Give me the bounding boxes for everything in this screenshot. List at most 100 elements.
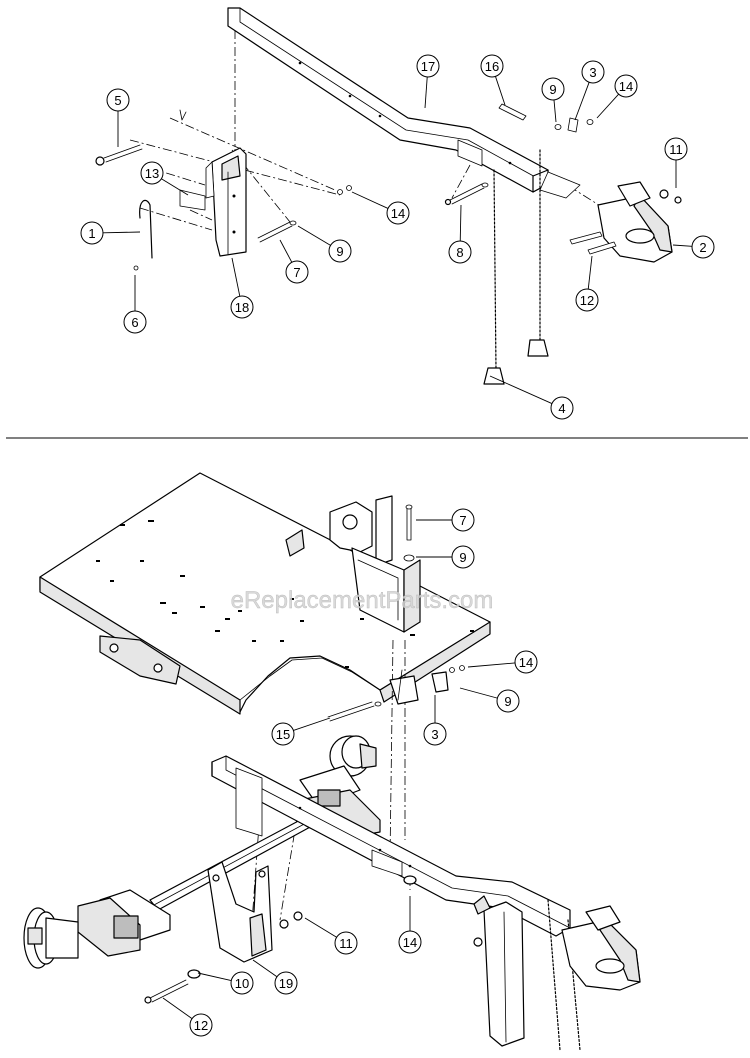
hitch-coupler — [597, 181, 682, 263]
callout-19: 19 — [252, 959, 298, 995]
callout-number: 4 — [558, 401, 565, 416]
callout-number: 6 — [131, 315, 138, 330]
deck-mount-bracket — [329, 495, 421, 633]
callout-16: 16 — [480, 54, 506, 106]
callout-3: 3 — [423, 695, 447, 746]
callout-number: 16 — [485, 59, 499, 74]
callout-number: 7 — [459, 513, 466, 528]
hairpin-clip — [139, 199, 153, 259]
callout-leader-line — [672, 244, 693, 247]
callout-7: 7 — [279, 239, 309, 284]
callout-leader-line — [102, 231, 141, 234]
callout-leader-line — [293, 717, 331, 731]
callout-number: 5 — [114, 93, 121, 108]
callout-number: 14 — [391, 206, 405, 221]
callout-number: 1 — [88, 226, 95, 241]
callout-balloon — [451, 508, 475, 532]
callout-8: 8 — [448, 204, 472, 264]
callout-balloon — [451, 545, 475, 569]
callout-number: 18 — [235, 300, 249, 315]
callout-number: 2 — [699, 240, 706, 255]
callout-leader-line — [197, 972, 232, 982]
hitch-pin — [95, 144, 143, 166]
callout-balloon — [230, 971, 254, 995]
callout-number: 8 — [456, 245, 463, 260]
callout-number: 9 — [504, 694, 511, 709]
callout-balloon — [448, 240, 472, 264]
callout-number: 14 — [619, 79, 633, 94]
callout-11: 11 — [664, 137, 688, 188]
callout-balloon — [614, 74, 638, 98]
callout-5: 5 — [106, 88, 130, 147]
clamp-bracket — [389, 665, 465, 705]
callout-10: 10 — [197, 971, 254, 995]
callout-leader-line — [424, 76, 428, 109]
callout-number: 12 — [194, 1018, 208, 1033]
callout-leader-line — [252, 959, 278, 978]
jack-mount-bracket — [205, 147, 247, 257]
callout-balloon — [106, 88, 130, 112]
u-bracket — [207, 861, 273, 963]
callout-number: 9 — [336, 244, 343, 259]
callout-balloon — [416, 54, 440, 78]
u-bracket-bolt — [144, 979, 189, 1004]
callout-15: 15 — [271, 717, 331, 746]
callout-leader-line — [161, 178, 189, 196]
tube-label-plate — [457, 139, 483, 167]
callout-balloon — [575, 288, 599, 312]
small-pin — [133, 265, 139, 271]
axle-assembly — [23, 735, 381, 969]
callout-leader-line — [459, 204, 462, 242]
callout-leader-line — [467, 662, 516, 668]
callout-number: 3 — [589, 65, 596, 80]
u-bracket-nuts — [279, 911, 303, 929]
callout-number: 19 — [279, 976, 293, 991]
callout-balloon — [423, 722, 447, 746]
callout-7: 7 — [416, 508, 475, 532]
callout-14: 14 — [398, 896, 422, 954]
decal-plate — [498, 103, 527, 121]
deck-bolt-15 — [327, 701, 382, 722]
bracket-nuts — [337, 185, 352, 195]
callout-11: 11 — [304, 917, 358, 955]
tube-hardware-top — [554, 117, 594, 133]
callout-number: 17 — [421, 59, 435, 74]
callout-balloon — [274, 971, 298, 995]
callout-leader-line — [304, 917, 337, 938]
callout-balloon — [550, 396, 574, 420]
callout-6: 6 — [123, 275, 147, 334]
callout-balloon — [480, 54, 504, 78]
callout-14: 14 — [596, 74, 638, 119]
callout-number: 14 — [519, 655, 533, 670]
coupler-bolts — [569, 231, 617, 255]
callout-17: 17 — [416, 54, 440, 109]
callout-balloon — [581, 60, 605, 84]
deck-plate — [39, 472, 491, 715]
callout-12: 12 — [575, 255, 599, 312]
callout-leader-line — [495, 76, 506, 106]
callout-leader-line — [489, 375, 553, 404]
hairpin-clip-small — [179, 109, 187, 121]
callout-balloon — [496, 689, 520, 713]
callout-2: 2 — [672, 235, 715, 259]
callout-18: 18 — [230, 257, 254, 319]
callout-12: 12 — [162, 997, 213, 1037]
callout-balloon — [271, 722, 295, 746]
callout-leader-line — [596, 93, 619, 119]
callout-number: 13 — [145, 166, 159, 181]
callout-number: 12 — [580, 293, 594, 308]
callout-leader-line — [231, 257, 241, 297]
callout-balloon — [541, 77, 565, 101]
callout-balloon — [230, 295, 254, 319]
callout-1: 1 — [80, 221, 141, 245]
jack-bracket-bottom — [473, 895, 525, 1047]
callout-balloon — [140, 161, 164, 185]
callout-9: 9 — [416, 545, 475, 569]
callout-number: 7 — [293, 265, 300, 280]
callout-leader-line — [162, 997, 193, 1019]
callout-4: 4 — [489, 375, 574, 420]
callout-leader-line — [574, 82, 590, 121]
washer-10 — [187, 969, 201, 979]
callout-balloon — [691, 235, 715, 259]
